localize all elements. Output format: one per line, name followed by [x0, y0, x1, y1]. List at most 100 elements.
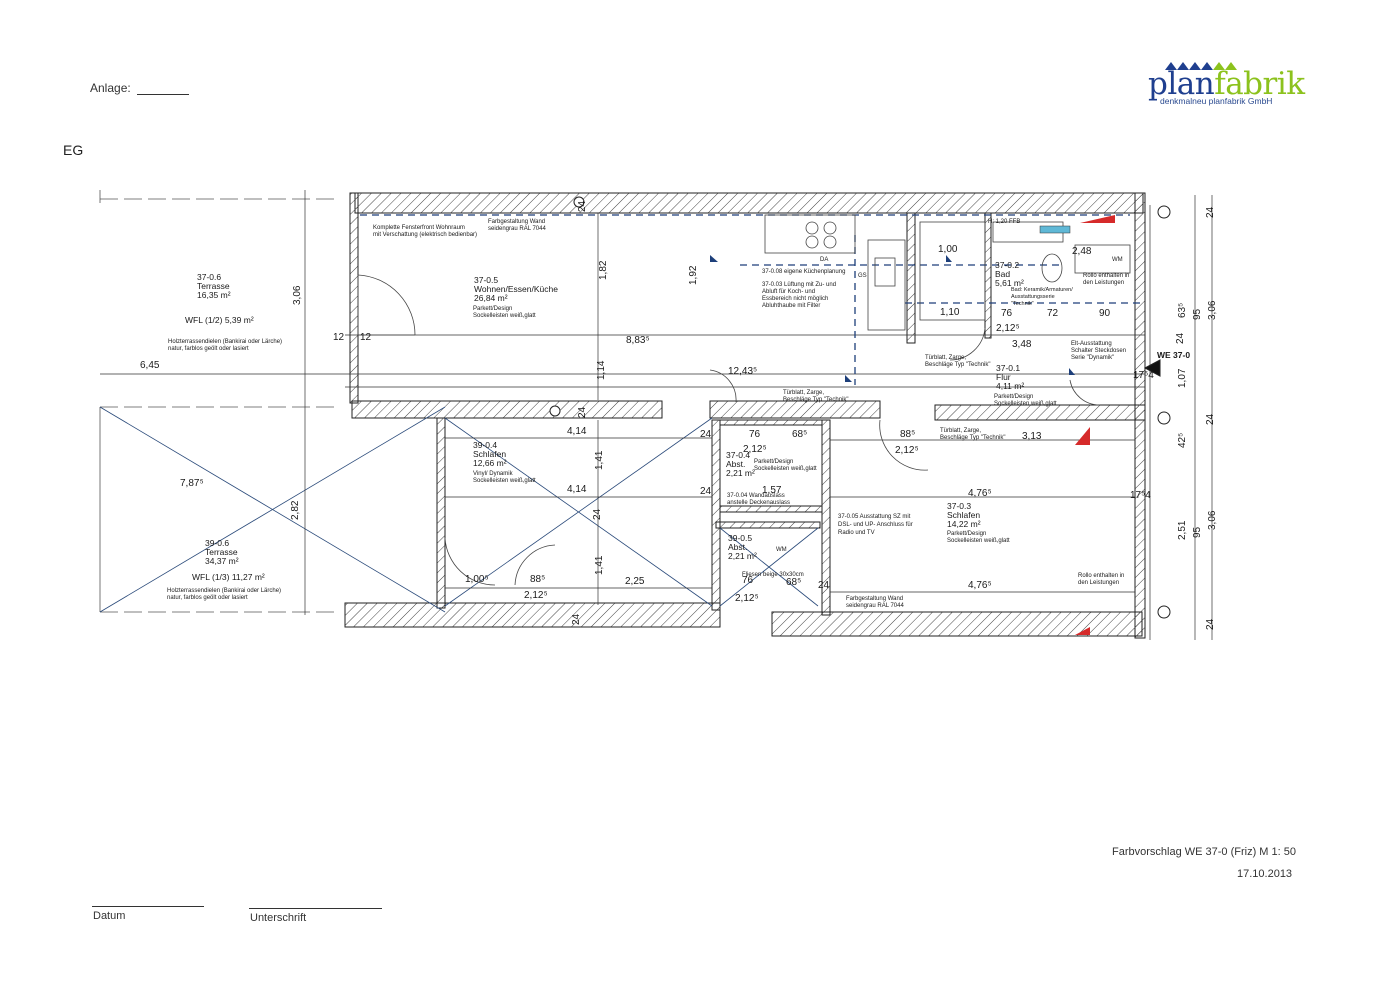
floor-label: EG	[63, 142, 84, 158]
dim: 3,06	[292, 285, 303, 305]
room-name: Terrasse	[205, 547, 238, 557]
room-note: Parkett/Design	[947, 531, 986, 537]
room-note: Sockelleisten weiß,glatt	[473, 478, 536, 484]
room-area: 26,84 m²	[474, 293, 508, 303]
room-name: Abst.	[728, 542, 747, 552]
room-note: Bad: Keramik/Armaturen/	[1011, 287, 1073, 293]
room-name: Schlafen	[473, 449, 506, 459]
datum-line	[92, 906, 204, 907]
dim: 24	[577, 200, 588, 212]
room-note: natur, farblos geölt oder lasiert	[167, 595, 248, 601]
plan-notes: Komplette Fensterfront Wohnraum mit Vers…	[373, 219, 1129, 609]
dim: 12	[333, 332, 345, 343]
note-elt: Serie "Dynamik"	[1071, 355, 1114, 361]
dim: 2,12⁵	[743, 444, 767, 455]
dim: 12	[360, 332, 372, 343]
dim: 1,14	[596, 360, 607, 380]
note-wand: anstelle Deckenauslass	[727, 500, 790, 506]
room-name: Flur	[996, 372, 1011, 382]
dim: 88⁵	[900, 429, 915, 440]
dim: 68⁵	[792, 429, 807, 440]
dim: 24	[700, 429, 712, 440]
note-lueftung: Essbereich nicht möglich	[762, 296, 828, 302]
door-swings	[357, 274, 1101, 586]
note-fensterfront: Komplette Fensterfront Wohnraum	[373, 225, 465, 231]
note-farbe: seidengrau RAL 7044	[488, 226, 546, 232]
note-fensterfront: mit Verschattung (elektrisch bedienbar)	[373, 232, 477, 238]
room-id: 39-0.5	[728, 533, 752, 543]
note-sz: DSL- und UP- Anschluss für	[838, 522, 913, 528]
room-labels: 37-0.6 Terrasse 16,35 m² WFL (1/2) 5,39 …	[167, 260, 1073, 601]
dim: 1,00	[938, 244, 958, 255]
dim: 4,76⁵	[968, 580, 992, 591]
dim: 76	[1001, 308, 1013, 319]
note-farbe: Farbgestaltung Wand	[846, 596, 903, 602]
room-area: 5,61 m²	[995, 278, 1024, 288]
room-note: Parkett/Design	[473, 306, 512, 312]
room-id: 37-0.4	[726, 450, 750, 460]
room-area: 14,22 m²	[947, 519, 981, 529]
dim: 7,87⁵	[180, 478, 204, 489]
dim: 24	[571, 613, 582, 625]
room-note: "Technik"	[1011, 301, 1034, 307]
dim: 42⁵	[1177, 433, 1188, 448]
plan-date: 17.10.2013	[1237, 868, 1293, 880]
note-farbe: seidengrau RAL 7044	[846, 603, 904, 609]
dim: 6,45	[140, 360, 160, 371]
room-id: 37-0.2	[995, 260, 1019, 270]
room-wfl: WFL (1/3) 11,27 m²	[192, 572, 265, 582]
reference-lines	[360, 214, 1140, 385]
dim: 2,25	[625, 576, 645, 587]
note-tuer: Türblatt, Zarge,	[783, 390, 824, 396]
note-kueche: 37-0.08 eigene Küchenplanung	[762, 269, 845, 275]
note-ffb: H: 1,20 FFB	[988, 219, 1020, 225]
dim: 24	[1205, 618, 1216, 630]
dim: 1,82	[598, 260, 609, 280]
datum-label: Datum	[93, 910, 126, 922]
room-note: Sockelleisten weiß,glatt	[754, 466, 817, 472]
fixtures	[764, 214, 1131, 331]
dim: 3,06	[1207, 300, 1218, 320]
logo-mark-icon	[1165, 62, 1237, 70]
room-note: Sockelleisten weiß,glatt	[473, 313, 536, 319]
dim: 2,12⁵	[895, 445, 919, 456]
dim: 76	[749, 429, 761, 440]
dim: 3,13	[1022, 431, 1042, 442]
note-wm: WM	[1112, 257, 1123, 263]
room-name: Schlafen	[947, 510, 980, 520]
dim: 4,14	[567, 484, 587, 495]
dim: 17⁵4	[1130, 490, 1151, 501]
note-rollo: den Leistungen	[1083, 280, 1124, 286]
dim: 1,00⁵	[465, 574, 489, 585]
note-rollo: Rollo enthalten in	[1078, 573, 1124, 579]
note-rollo: den Leistungen	[1078, 580, 1119, 586]
dim: 4,76⁵	[968, 488, 992, 499]
logo-text-plan: plan	[1148, 66, 1215, 102]
note-lueftung: Abluft für Koch- und	[762, 289, 815, 295]
dim: 95	[1192, 526, 1203, 538]
dim: 24	[700, 486, 712, 497]
dim: 90	[1099, 308, 1111, 319]
room-note: Sockelleisten weiß,glatt	[947, 538, 1010, 544]
walls	[344, 192, 1146, 639]
note-elt: Elt-Ausstattung	[1071, 341, 1112, 347]
dim: 24	[577, 406, 588, 418]
dim: 24	[1175, 332, 1186, 344]
dim: 2,12⁵	[996, 323, 1020, 334]
dim: 1,57	[762, 485, 782, 496]
room-note: Vinyl/ Dynamik	[473, 471, 514, 477]
dim: 63⁵	[1177, 303, 1188, 318]
room-id: 37-0.6	[197, 272, 221, 282]
dim: 2,12⁵	[735, 593, 759, 604]
note-sz: 37-0.05 Ausstattung SZ mit	[838, 514, 911, 520]
note-lueftung: 37-0.03 Lüftung mit Zu- und	[762, 282, 836, 288]
room-name: Terrasse	[197, 281, 230, 291]
plan-title: Farbvorschlag WE 37-0 (Friz) M 1: 50	[1112, 846, 1296, 858]
room-note: Holzterrassendielen (Bankirai oder Lärch…	[168, 339, 282, 345]
room-note: Parkett/Design	[754, 459, 793, 465]
dim: 24	[818, 580, 830, 591]
dim: 3,06	[1207, 510, 1218, 530]
dim: 76	[742, 575, 754, 586]
section-markers	[549, 196, 1171, 619]
